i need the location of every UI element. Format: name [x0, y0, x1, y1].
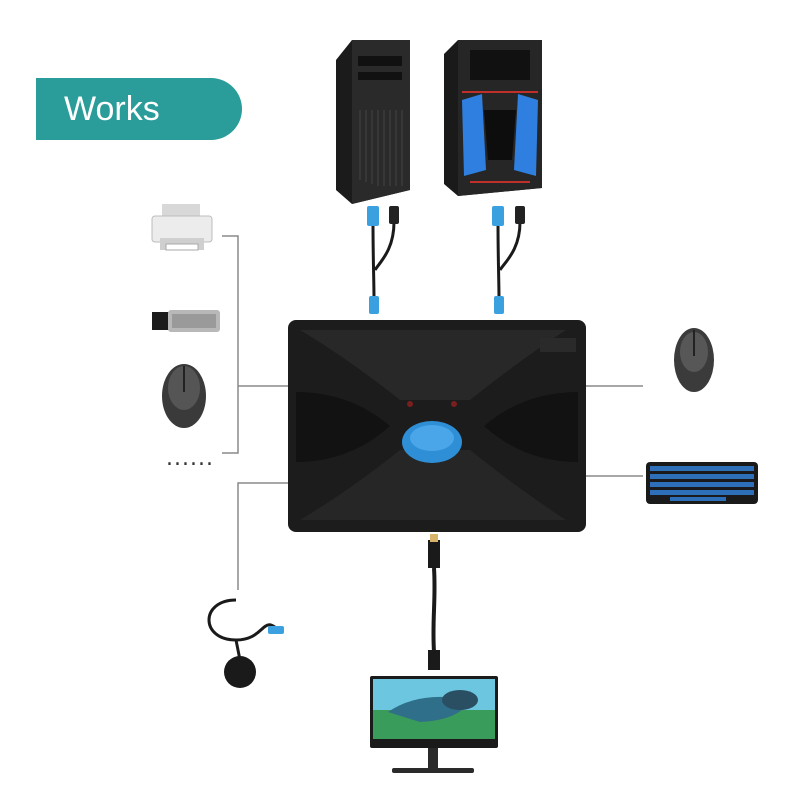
computer-cables	[367, 206, 525, 314]
works-badge: Works	[36, 78, 242, 140]
monitor-cable	[428, 534, 440, 670]
monitor-icon	[370, 676, 498, 773]
usb-flash-drive-icon	[152, 310, 220, 332]
kvm-switch-icon	[288, 320, 586, 532]
wired-mouse-icon	[162, 364, 206, 428]
connection-lines	[222, 235, 643, 590]
desktop-tower-black-icon	[336, 40, 410, 204]
more-devices-indicator: ......	[166, 446, 214, 471]
headset-icon	[207, 598, 284, 688]
gaming-tower-blue-icon	[444, 40, 542, 196]
keyboard-icon	[646, 462, 758, 504]
printer-icon	[151, 204, 213, 251]
badge-label: Works	[64, 89, 160, 128]
wireless-mouse-icon	[674, 328, 714, 392]
